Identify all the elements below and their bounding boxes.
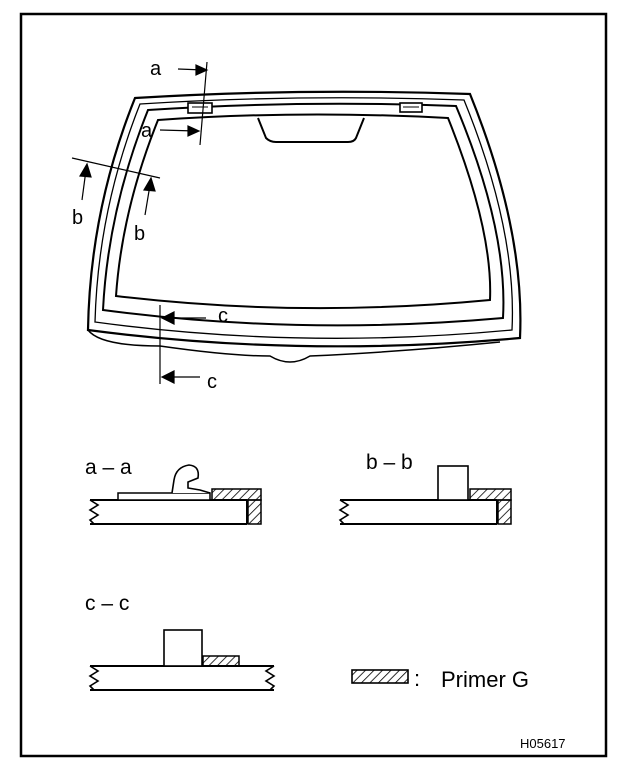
lower-molding-dip <box>159 341 501 363</box>
marker-a-inner: a <box>141 120 153 142</box>
section-line-b <box>71 157 161 179</box>
legend-separator: : <box>414 666 420 691</box>
marker-c-bottom: c <box>207 371 217 393</box>
arrowhead-a-inner <box>187 125 201 137</box>
rearview-mirror-area <box>257 117 365 143</box>
glass-inner-edge <box>101 102 505 327</box>
lower-cowl-edge <box>87 329 161 347</box>
section-bb-title: b – b <box>366 451 413 474</box>
stopper-clip-profile <box>171 464 211 494</box>
primer-g-cc <box>202 655 240 667</box>
windshield-glass <box>86 90 522 363</box>
adhesive-dam-cc <box>163 629 203 667</box>
adhesive-dam-bb <box>437 465 469 501</box>
section-aa-title: a – a <box>85 456 132 479</box>
section-aa-drawing <box>88 464 262 525</box>
marker-b-right: b <box>134 223 145 245</box>
arrowhead-b-left <box>79 162 92 178</box>
glass-outer-edge <box>86 90 522 348</box>
legend-primer-swatch <box>351 669 409 684</box>
figure-border <box>19 12 608 758</box>
marker-c-top: c <box>218 305 228 327</box>
molding-line <box>94 97 514 339</box>
marker-b-left: b <box>72 207 83 229</box>
black-ceramic-border <box>114 113 492 310</box>
section-bb-drawing <box>338 465 512 525</box>
section-cc-title: c – c <box>85 592 129 615</box>
section-lines <box>71 61 209 384</box>
primer-g-bb-side <box>497 499 512 525</box>
legend-label: Primer G <box>441 667 529 692</box>
figure-code: H05617 <box>520 736 566 751</box>
arrowhead-b-right <box>143 176 156 192</box>
arrowhead-a-top <box>195 64 209 76</box>
section-line-a <box>199 61 208 146</box>
primer-g-aa-side <box>247 499 262 525</box>
arrowhead-c-bottom <box>160 370 175 384</box>
primer-g-aa-top <box>211 488 262 501</box>
primer-g-bb-top <box>469 488 512 501</box>
stopper-clip-left <box>187 102 213 114</box>
arrowhead-c-top <box>160 311 175 325</box>
section-cc-drawing <box>88 629 276 691</box>
marker-a-top: a <box>150 58 162 80</box>
